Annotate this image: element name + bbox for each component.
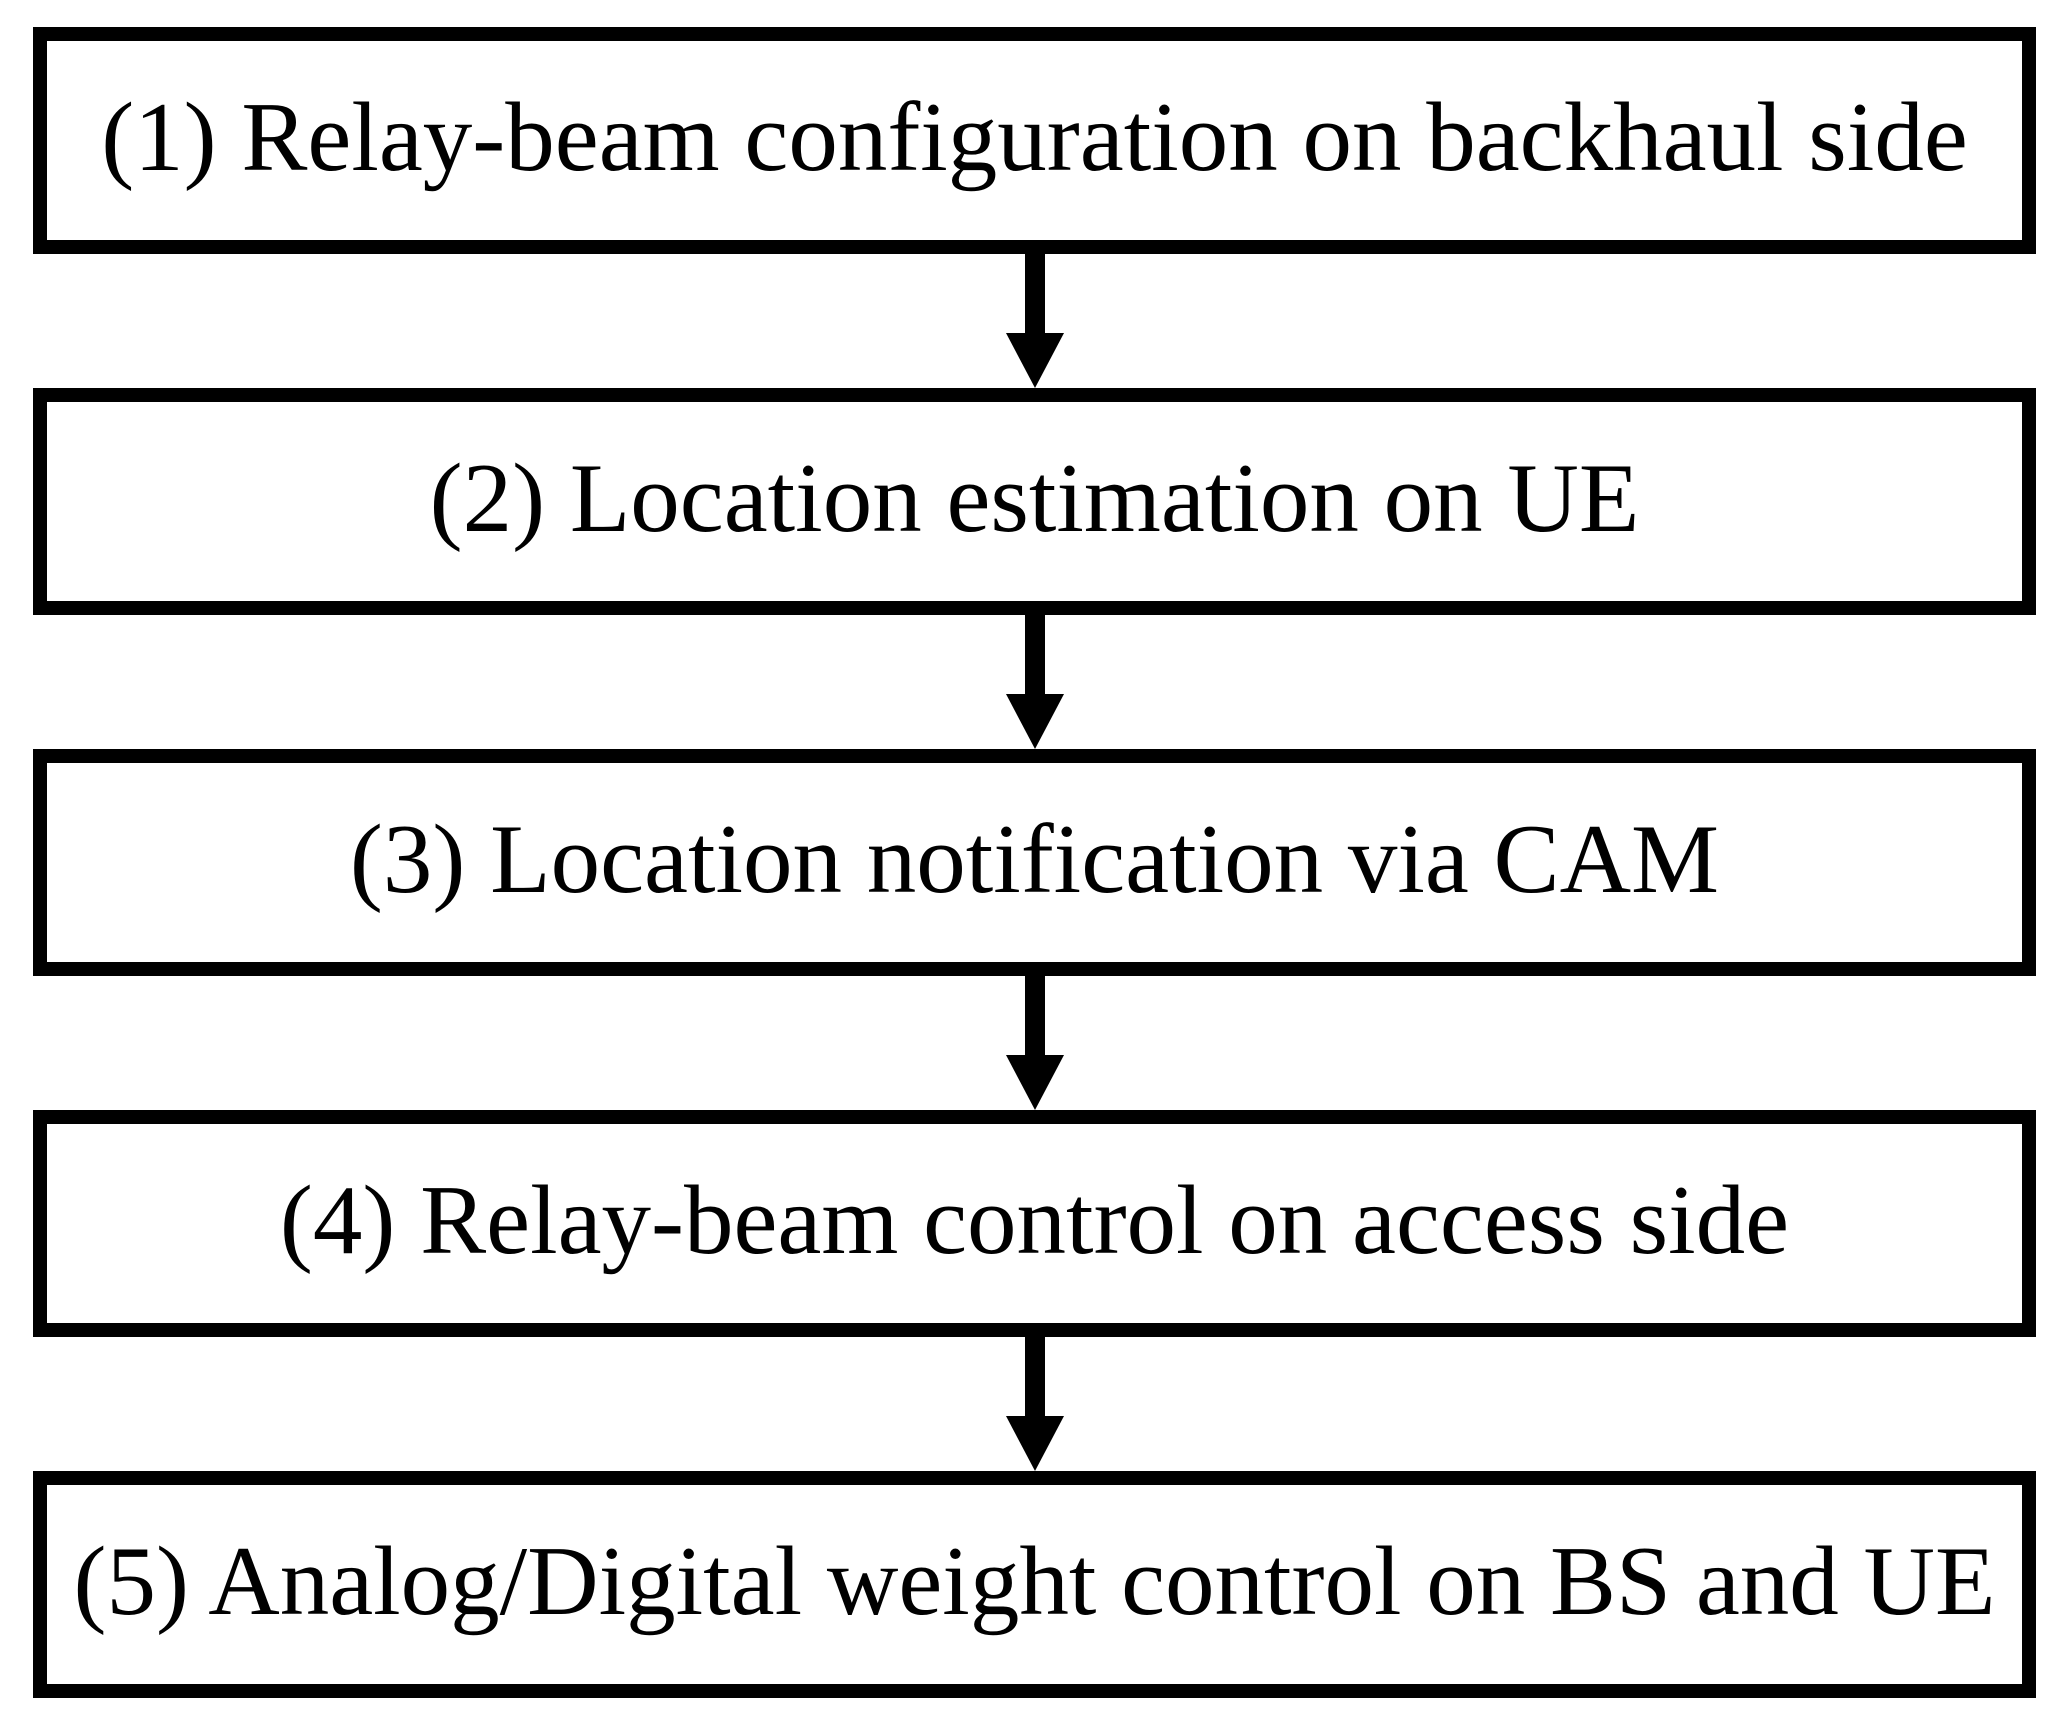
- arrow-shaft: [1024, 615, 1045, 694]
- flow-step-4: (4) Relay-beam control on access side: [33, 1110, 2036, 1337]
- flow-step-5: (5) Analog/Digital weight control on BS …: [33, 1471, 2036, 1698]
- flow-step-1: (1) Relay-beam configuration on backhaul…: [33, 27, 2036, 254]
- flow-step-2: (2) Location estimation on UE: [33, 388, 2036, 615]
- arrow-down-connector-2: [33, 615, 2036, 749]
- flow-step-3: (3) Location notification via CAM: [33, 749, 2036, 976]
- arrow-head-down-icon: [1005, 694, 1064, 749]
- flowchart: (1) Relay-beam configuration on backhaul…: [33, 27, 2036, 1698]
- arrow-head-down-icon: [1005, 1055, 1064, 1110]
- arrow-down-connector-4: [33, 1337, 2036, 1471]
- arrow-down-connector-1: [33, 254, 2036, 388]
- arrow-down-connector-3: [33, 976, 2036, 1110]
- arrow-shaft: [1024, 976, 1045, 1055]
- flow-step-1-label: (1) Relay-beam configuration on backhaul…: [101, 83, 1968, 192]
- flow-step-2-label: (2) Location estimation on UE: [429, 444, 1640, 553]
- arrow-head-down-icon: [1005, 333, 1064, 388]
- flow-step-4-label: (4) Relay-beam control on access side: [279, 1166, 1790, 1275]
- arrow-head-down-icon: [1005, 1416, 1064, 1471]
- arrow-shaft: [1024, 1337, 1045, 1416]
- flow-step-3-label: (3) Location notification via CAM: [349, 805, 1720, 914]
- arrow-shaft: [1024, 254, 1045, 333]
- flow-step-5-label: (5) Analog/Digital weight control on BS …: [73, 1527, 1996, 1636]
